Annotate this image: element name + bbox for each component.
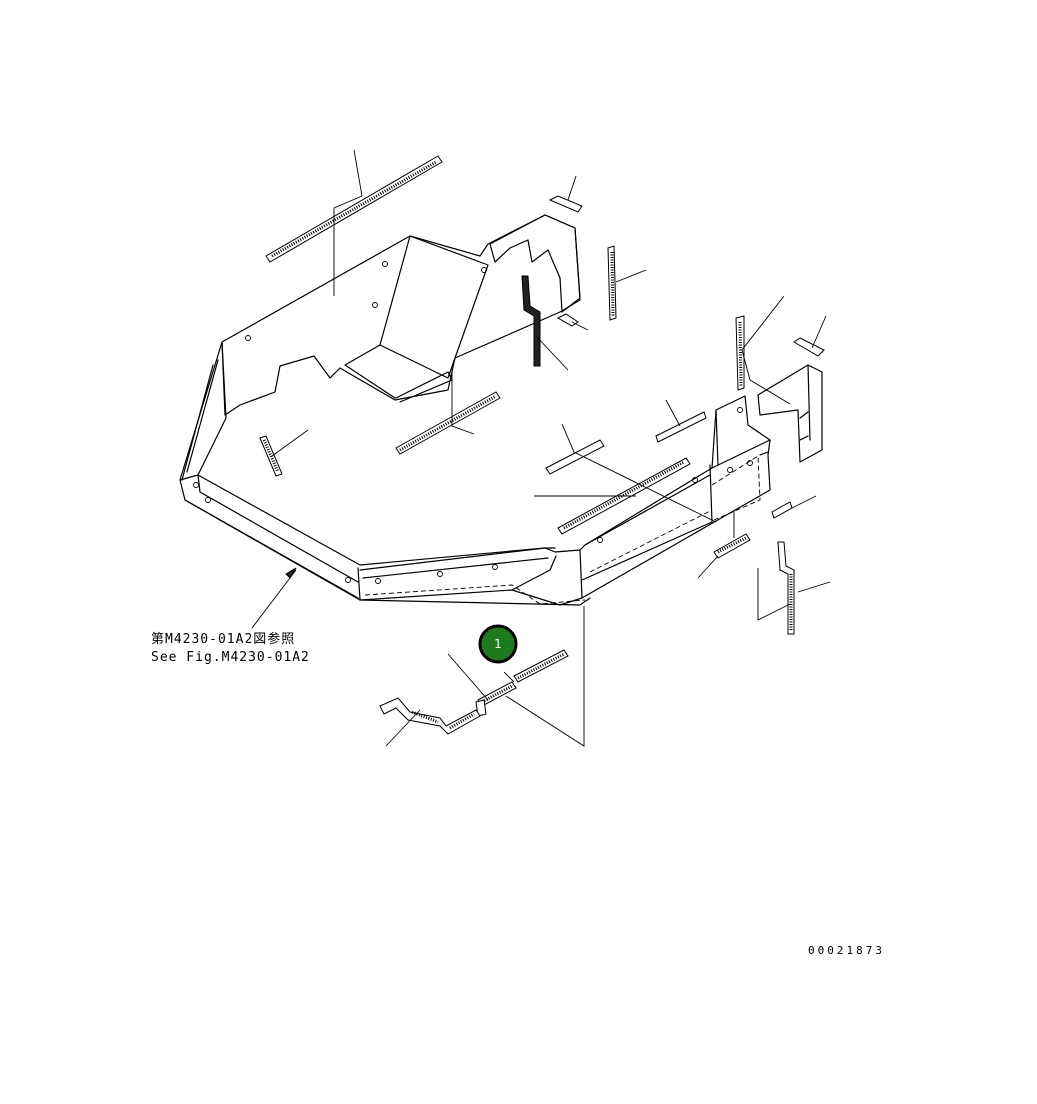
seal-strip-j-2 [777,541,795,635]
reference-note: 第M4230-01A2図参照 See Fig.M4230-01A2 [151,631,310,665]
callout-circle[interactable] [478,624,518,664]
drawing-number: 00021873 [808,944,885,957]
seal-strip-small-1 [548,195,583,213]
seal-strip-left [259,435,283,477]
callout-1[interactable]: 1 [478,624,518,664]
seal-strip-small-3 [793,337,825,357]
seal-strip-z [379,697,481,735]
reference-line-jp: 第M4230-01A2図参照 [151,631,295,647]
seal-strip-center-1 [545,439,605,475]
right-side-bracket [757,364,823,463]
callout-number[interactable]: 1 [494,637,502,651]
cover-frame [179,214,771,606]
seal-strip-top-long [265,155,443,263]
seal-strip-small-2 [556,313,579,327]
seal-strips [259,155,825,735]
upper-bracket-plate [489,214,581,313]
reference-line-en: See Fig.M4230-01A2 [151,650,310,665]
seal-strip-small-5 [771,501,793,519]
seal-strip-center-2 [655,411,707,443]
leader-lines [251,149,831,747]
seal-strip-j-1 [521,275,541,367]
